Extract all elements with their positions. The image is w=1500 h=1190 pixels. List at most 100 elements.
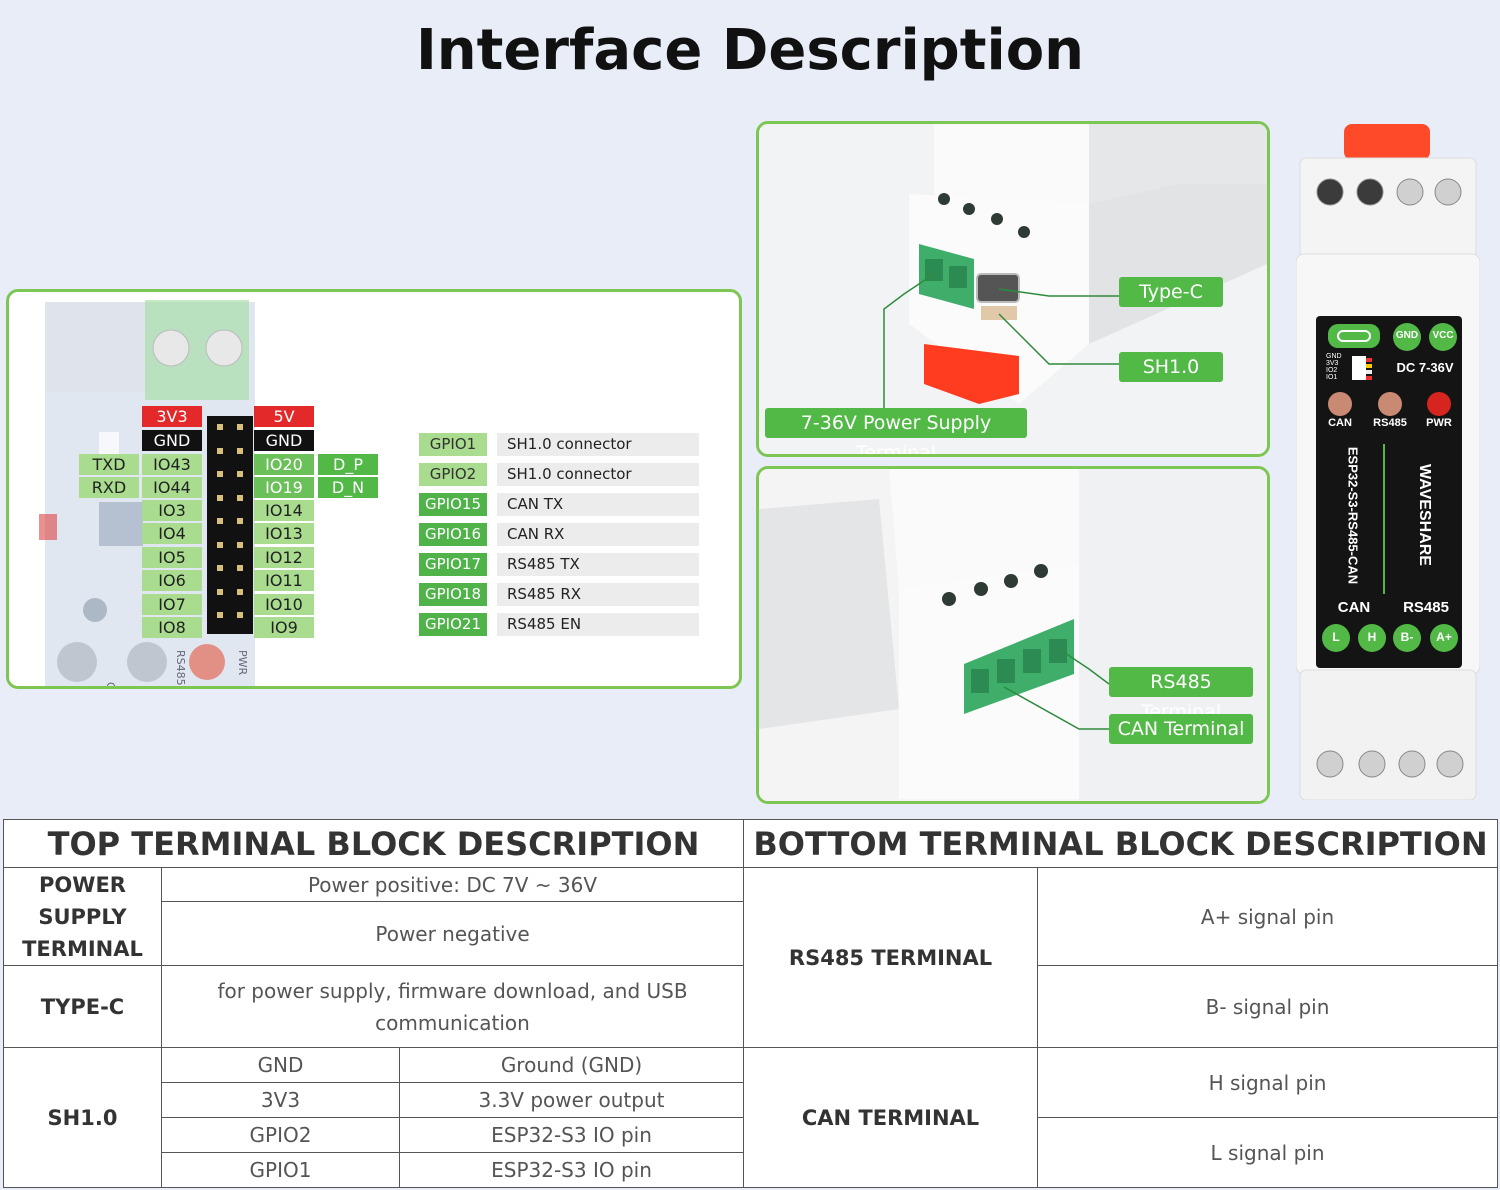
- sh10-label: SH1.0: [3, 1047, 162, 1188]
- header-pin-dot: [237, 612, 243, 618]
- side-label-txd: TXD: [79, 454, 139, 475]
- left-pin: IO5: [142, 547, 202, 568]
- pin-5v-badge: 5V: [254, 406, 314, 427]
- header-pin-dot: [217, 424, 223, 430]
- can-h-desc: H signal pin: [1037, 1047, 1499, 1118]
- header-pin-dot: [237, 588, 243, 595]
- svg-text:RS485: RS485: [174, 650, 187, 686]
- pin-header: [207, 416, 253, 634]
- power-positive-desc: Power positive: DC 7V ~ 36V: [160, 867, 745, 902]
- device-front: GND VCC GND 3V3 IO2 IO1 DC 7-36V CAN RS4…: [1296, 124, 1480, 800]
- front-led-label: CAN: [1328, 417, 1352, 429]
- header-pin-dot: [217, 588, 223, 595]
- left-pin: IO8: [142, 617, 202, 638]
- left-pin: IO3: [142, 500, 202, 521]
- sh10-pin: GPIO1: [161, 1152, 400, 1188]
- front-sh-label: GND: [1326, 353, 1342, 360]
- right-pin: IO11: [254, 570, 314, 591]
- header-pin-dot: [217, 612, 223, 618]
- right-pin: IO20: [254, 454, 314, 475]
- front-vcc-label: VCC: [1432, 330, 1454, 341]
- header-pin-dot: [217, 518, 223, 524]
- can-terminal-callout: CAN Terminal: [1109, 714, 1253, 744]
- header-pin-dot: [217, 565, 223, 571]
- gpio-pin: GPIO21: [419, 613, 487, 636]
- header-pin-dot: [217, 541, 223, 548]
- type-c-callout: Type-C: [1119, 277, 1223, 307]
- type-c-desc: for power supply, firmware download, and…: [160, 965, 745, 1048]
- side-label-rxd: RXD: [79, 477, 139, 498]
- pin-3v3-badge: 3V3: [142, 406, 202, 427]
- left-pin: IO7: [142, 594, 202, 615]
- front-led-label: PWR: [1426, 417, 1452, 429]
- front-led-label: RS485: [1373, 417, 1407, 429]
- header-pin-dot: [217, 471, 223, 477]
- rs485-terminal-callout: RS485 Terminal: [1109, 667, 1253, 723]
- can-terminal-label: CAN TERMINAL: [743, 1047, 1039, 1188]
- bottom-terminal-header: BOTTOM TERMINAL BLOCK DESCRIPTION: [743, 819, 1499, 868]
- header-pin-dot: [237, 518, 243, 524]
- header-pin-dot: [237, 541, 243, 548]
- power-supply-label: POWER SUPPLY TERMINAL: [3, 867, 162, 966]
- front-pin-a: A+: [1436, 630, 1452, 644]
- right-pin: IO12: [254, 547, 314, 568]
- sh10-pin: GPIO2: [161, 1117, 400, 1153]
- front-pin-b: B-: [1400, 630, 1414, 644]
- can-l-desc: L signal pin: [1037, 1117, 1499, 1188]
- bottom-view-panel: RS485 Terminal CAN Terminal: [756, 466, 1270, 804]
- type-c-label: TYPE-C: [3, 965, 162, 1048]
- front-group-can: CAN: [1337, 599, 1371, 616]
- device-bottom-illustration: [759, 469, 1267, 801]
- front-brand-text: WAVESHARE: [1416, 464, 1433, 566]
- left-pin: IO43: [142, 454, 202, 475]
- gpio-pin: GPIO1: [419, 433, 487, 456]
- top-terminal-header: TOP TERMINAL BLOCK DESCRIPTION: [2, 819, 745, 868]
- sh10-desc: 3.3V power output: [398, 1082, 745, 1118]
- header-pin-dot: [237, 471, 243, 477]
- side-label-dn: D_N: [318, 477, 378, 498]
- gpio-pin: GPIO2: [419, 463, 487, 486]
- sh10-desc: Ground (GND): [398, 1047, 745, 1083]
- gpio-desc: SH1.0 connector: [497, 463, 699, 486]
- gpio-desc: RS485 RX: [497, 583, 699, 606]
- device-front-body: [1296, 124, 1480, 800]
- gpio-pin: GPIO17: [419, 553, 487, 576]
- header-pin-dot: [237, 424, 243, 430]
- right-pin: IO14: [254, 500, 314, 521]
- rs485-terminal-label: RS485 TERMINAL: [743, 867, 1039, 1048]
- gpio-desc: RS485 EN: [497, 613, 699, 636]
- left-pin: IO44: [142, 477, 202, 498]
- front-pin-l: L: [1332, 630, 1340, 644]
- front-group-rs485: RS485: [1403, 599, 1449, 616]
- header-pin-dot: [237, 494, 243, 501]
- top-view-panel: Type-C SH1.0 7-36V Power Supply Terminal: [756, 121, 1270, 457]
- sh10-pin: GND: [161, 1047, 400, 1083]
- sh10-desc: ESP32-S3 IO pin: [398, 1117, 745, 1153]
- front-pin-h: H: [1367, 630, 1377, 644]
- power-terminal-callout: 7-36V Power Supply Terminal: [765, 408, 1027, 454]
- sh10-desc: ESP32-S3 IO pin: [398, 1152, 745, 1188]
- gpio-desc: CAN RX: [497, 523, 699, 546]
- header-pin-dot: [217, 494, 223, 501]
- svg-text:PWR: PWR: [236, 650, 249, 676]
- header-pin-dot: [237, 447, 243, 454]
- left-pin: IO6: [142, 570, 202, 591]
- rs485-b-desc: B- signal pin: [1037, 965, 1499, 1048]
- front-sh-label: IO1: [1326, 374, 1338, 381]
- front-gnd-label: GND: [1395, 330, 1419, 341]
- pinout-panel: CAN RS485 PWR 3V3 5V GND GND TXD RXD IO4…: [6, 289, 742, 689]
- pin-gnd-right-badge: GND: [254, 430, 314, 451]
- gpio-desc: SH1.0 connector: [497, 433, 699, 456]
- pin-gnd-left-badge: GND: [142, 430, 202, 451]
- side-label-dp: D_P: [318, 454, 378, 475]
- sh10-pin: 3V3: [161, 1082, 400, 1118]
- right-pin: IO13: [254, 523, 314, 544]
- left-pin: IO4: [142, 523, 202, 544]
- gpio-pin: GPIO16: [419, 523, 487, 546]
- right-pin: IO10: [254, 594, 314, 615]
- front-sh-label: 3V3: [1326, 360, 1339, 367]
- svg-text:CAN: CAN: [104, 682, 117, 686]
- front-model-text: ESP32-S3-RS485-CAN: [1345, 446, 1361, 585]
- rs485-a-desc: A+ signal pin: [1037, 867, 1499, 966]
- right-pin: IO9: [254, 617, 314, 638]
